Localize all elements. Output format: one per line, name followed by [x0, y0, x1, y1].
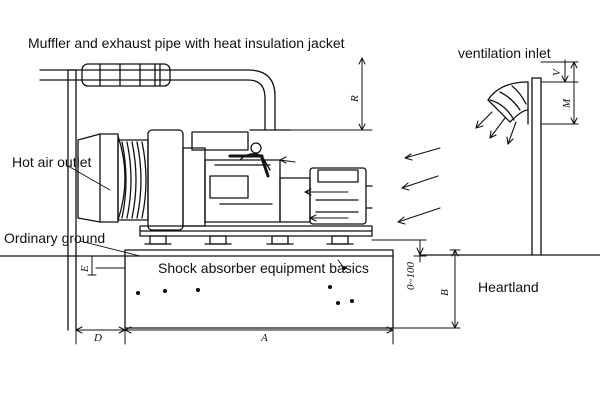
exhaust-pipe — [39, 63, 291, 131]
dim-v-label: V — [551, 69, 563, 76]
dimension-0-100 — [371, 239, 427, 263]
dim-d-label: D — [94, 332, 102, 344]
leader-lines — [67, 165, 345, 269]
hot-air-outlet-label: Hot air outlet — [12, 154, 92, 170]
shock-absorbers — [144, 235, 354, 245]
dim-r-label: R — [349, 95, 361, 102]
engine — [147, 129, 281, 231]
foundation — [124, 249, 394, 329]
muffler-label: Muffler and exhaust pipe with heat insul… — [28, 35, 345, 51]
hot-air-outlet-duct — [77, 133, 126, 223]
dim-a-label: A — [261, 332, 268, 344]
dimension-r — [275, 57, 373, 131]
airflow-arrows — [279, 111, 517, 225]
dimension-d-a — [75, 326, 394, 345]
shock-absorber-label: Shock absorber equipment basics — [158, 260, 369, 276]
base-frame — [139, 225, 373, 237]
dimension-b — [392, 249, 461, 329]
dim-b-label: B — [439, 289, 451, 296]
ventilation-inlet-label: ventilation inlet — [458, 45, 551, 61]
heartland-label: Heartland — [478, 279, 539, 295]
dim-m-label: M — [561, 98, 573, 108]
alternator — [279, 167, 373, 225]
dimension-e — [87, 255, 126, 276]
ground-lines — [0, 254, 600, 257]
right-wall — [527, 77, 542, 256]
ventilation-hood — [487, 81, 529, 123]
dim-range-label: 0~100 — [405, 262, 417, 290]
dimension-v-m — [540, 59, 579, 125]
radiator — [117, 139, 149, 221]
ordinary-ground-label: Ordinary ground — [4, 230, 106, 246]
left-wall — [67, 69, 77, 331]
dim-e-label: E — [79, 265, 91, 272]
